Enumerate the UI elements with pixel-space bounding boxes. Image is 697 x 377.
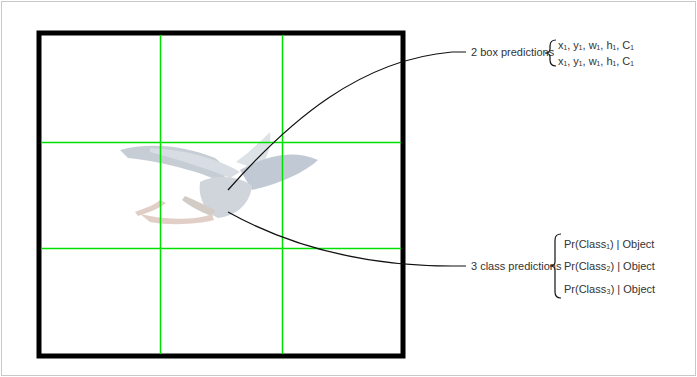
class-probability: Pr(Class₂) | Object [564,260,655,273]
callout-label: 3 class predictions [471,260,562,273]
leader-lines [228,52,466,266]
box-params: x₁, y₁, w₁, h₁, C₁ [558,55,634,68]
bird-image [120,132,318,224]
braces [545,40,561,298]
grid-lines [41,35,401,354]
class-probability: Pr(Class₁) | Object [564,238,654,251]
box-params: x₁, y₁, w₁, h₁, C₁ [558,39,634,52]
class-probability: Pr(Class₃) | Object [564,283,655,296]
image-frame [39,33,403,356]
callout-label: 2 box predictions [471,46,554,59]
